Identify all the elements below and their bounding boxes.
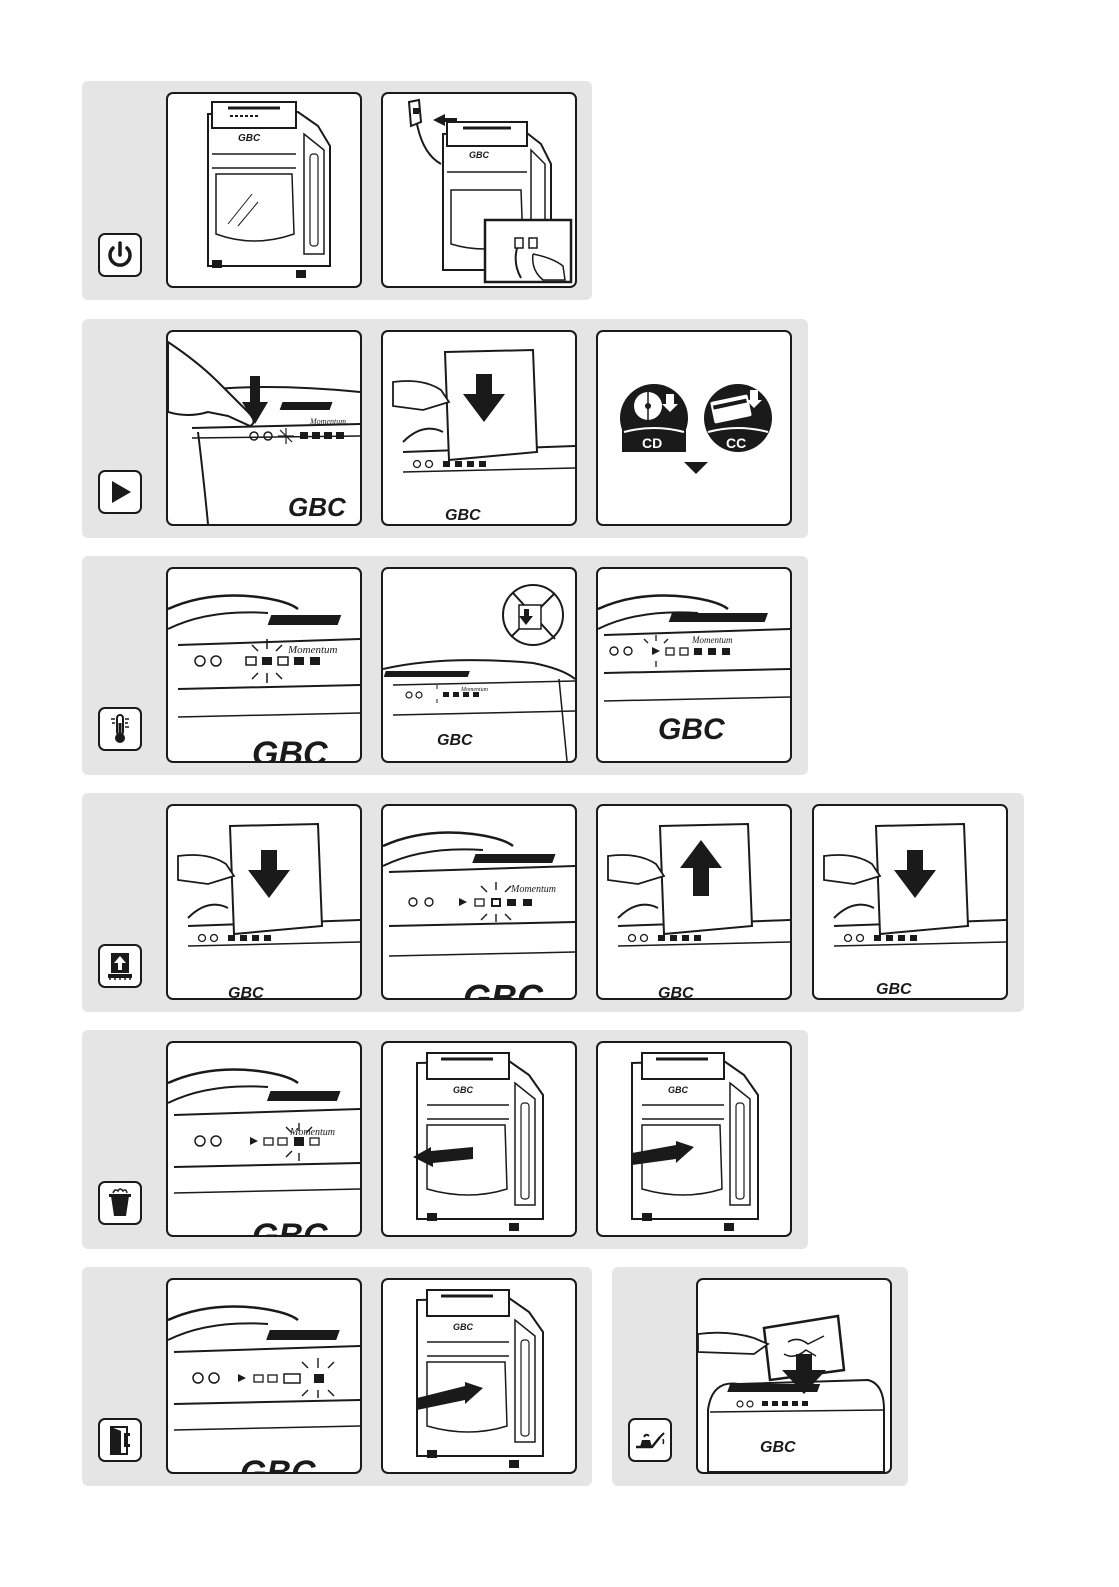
brand-logo: GBC	[240, 1454, 316, 1472]
brand-logo: GBC	[252, 735, 328, 761]
indicator-cleared-frame: Momentum GBC	[596, 567, 792, 763]
close-bin-door-frame: GBC	[381, 1278, 577, 1474]
shredder-overview-frame: GBC	[166, 92, 362, 288]
brand-logo: GBC	[228, 985, 264, 998]
brand-logo: GBC	[437, 732, 473, 749]
feed-paper-frame: GBC	[381, 330, 577, 526]
oil-can-icon	[628, 1418, 672, 1462]
brand-logo: GBC	[876, 981, 912, 998]
bin-full-indicator-frame: Momentum GBC	[166, 1041, 362, 1237]
cc-label: CC	[726, 435, 746, 451]
model-label: Momentum	[287, 644, 338, 656]
do-not-feed-frame: Momentum GBC	[381, 567, 577, 763]
cd-cc-slot-frame: CD CC	[596, 330, 792, 526]
pull-out-bin-frame: GBC	[381, 1041, 577, 1237]
overheat-indicator-frame: Momentum GBC	[166, 567, 362, 763]
door-open-indicator-frame: GBC	[166, 1278, 362, 1474]
model-label: Momentum	[510, 884, 556, 895]
brand-logo: GBC	[453, 1085, 474, 1095]
push-in-bin-frame: GBC	[596, 1041, 792, 1237]
oil-sheet-feed-frame: GBC	[696, 1278, 892, 1474]
model-label: Momentum	[309, 417, 346, 426]
remove-paper-frame: GBC	[596, 804, 792, 1000]
model-label: Momentum	[691, 635, 733, 645]
brand-logo: GBC	[453, 1322, 474, 1332]
power-icon	[98, 233, 142, 277]
brand-logo: GBC	[252, 1217, 328, 1235]
paper-jam-icon	[98, 944, 142, 988]
play-icon	[98, 470, 142, 514]
refeed-paper-frame: GBC	[812, 804, 1008, 1000]
brand-logo: GBC	[469, 150, 490, 160]
cd-label: CD	[642, 435, 662, 451]
plug-in-power-frame: GBC	[381, 92, 577, 288]
model-label: Momentum	[289, 1127, 335, 1138]
brand-logo: GBC	[760, 1439, 796, 1456]
door-open-icon	[98, 1418, 142, 1462]
brand-logo: GBC	[668, 1085, 689, 1095]
brand-logo: GBC	[445, 507, 481, 524]
feed-paper-frame: GBC	[166, 804, 362, 1000]
brand-logo: GBC	[658, 985, 694, 998]
brand-logo: GBC	[288, 492, 347, 522]
thermometer-icon	[98, 707, 142, 751]
press-auto-button-frame: Momentum GBC	[166, 330, 362, 526]
jam-indicator-frame: Momentum GBC	[381, 804, 577, 1000]
brand-logo: GBC	[658, 713, 726, 746]
bin-full-icon	[98, 1181, 142, 1225]
brand-logo: GBC	[463, 977, 544, 998]
brand-logo: GBC	[238, 133, 261, 144]
